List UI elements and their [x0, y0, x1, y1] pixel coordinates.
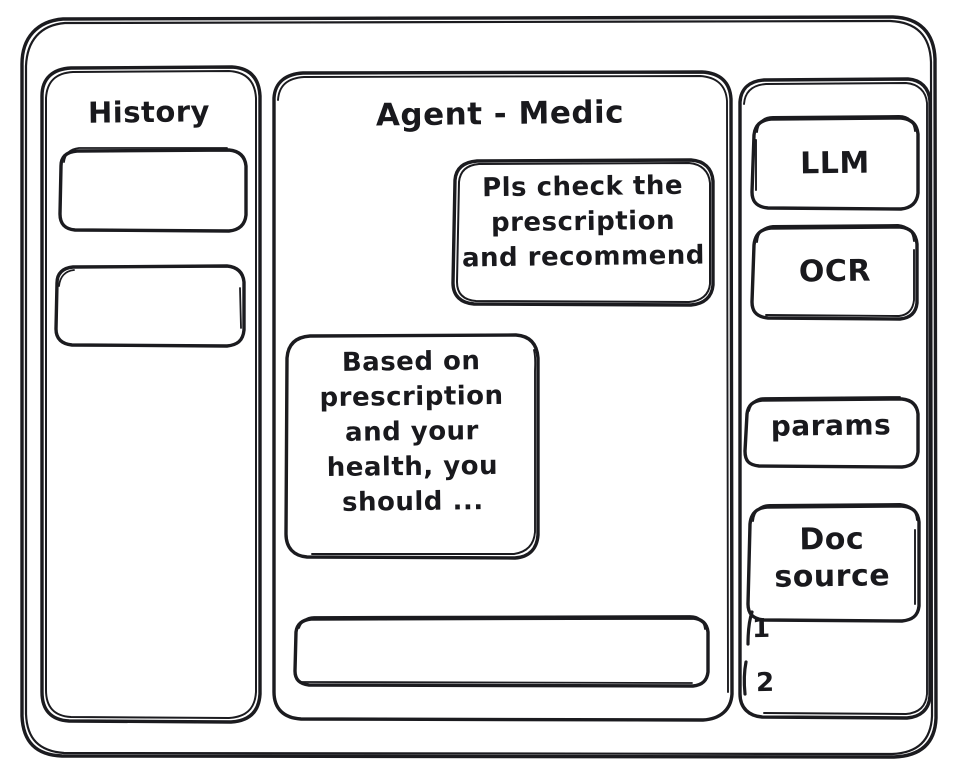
- history-item-2[interactable]: [55, 265, 245, 347]
- params-button[interactable]: [745, 397, 919, 468]
- llm-button[interactable]: [752, 116, 919, 210]
- message-input[interactable]: [295, 616, 709, 687]
- ocr-button[interactable]: [752, 225, 918, 320]
- doc-source-button[interactable]: [748, 504, 920, 622]
- user-message-bubble[interactable]: [453, 160, 714, 306]
- agent-message-bubble[interactable]: [286, 335, 539, 559]
- history-item-1[interactable]: [58, 149, 247, 232]
